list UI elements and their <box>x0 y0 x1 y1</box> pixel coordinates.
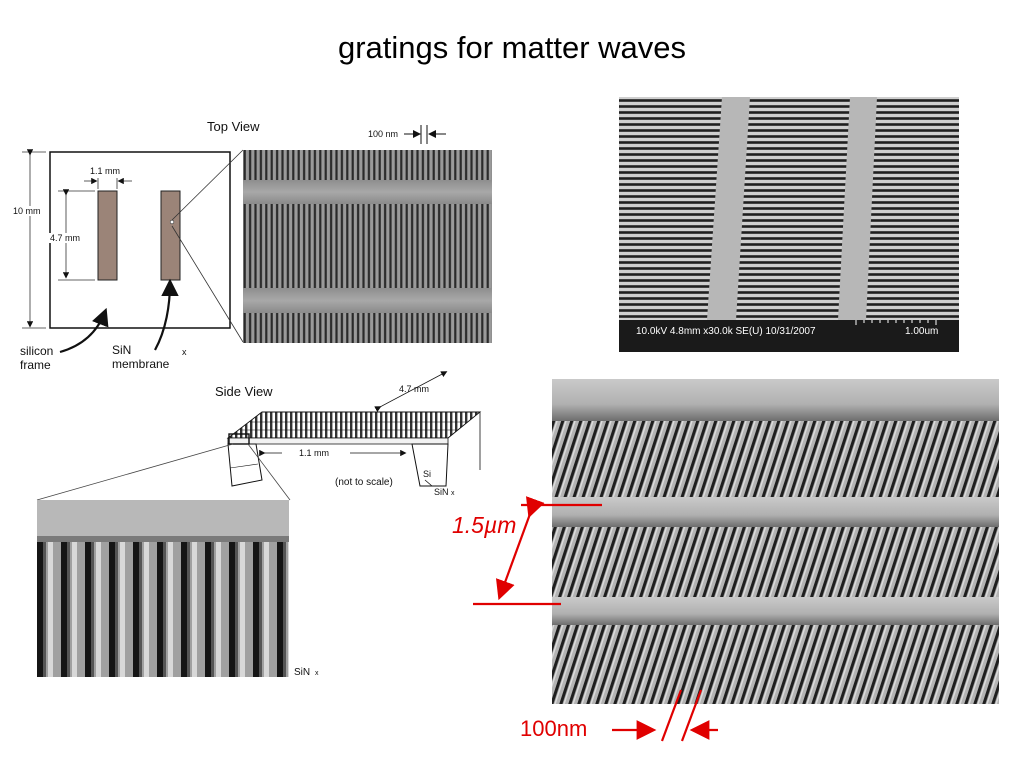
height-dimension-label: 4.7 mm <box>48 233 82 243</box>
slide-title: gratings for matter waves <box>337 30 687 65</box>
large-micrograph <box>552 379 999 704</box>
side-length-label: 4.7 mm <box>399 384 430 394</box>
sin-membrane-left <box>97 190 118 281</box>
side-width-label: 1.1 mm <box>299 448 330 458</box>
width-dimension-label: 1.1 mm <box>90 166 121 176</box>
top-view-x-mark: x <box>182 347 187 357</box>
not-to-scale-note: (not to scale) <box>335 477 393 488</box>
frame-dimension-label: 10 mm <box>13 206 41 216</box>
side-x-mark: x <box>451 490 455 497</box>
membrane-pointer-arrow <box>154 278 179 351</box>
side-view-heading: Side View <box>215 384 273 399</box>
si-label: Si <box>423 469 432 479</box>
top-view-heading: Top View <box>207 119 260 134</box>
frame-pointer-arrow <box>59 307 109 354</box>
top-view-diagram <box>22 149 244 354</box>
closeup-micrograph <box>37 500 289 677</box>
closeup-sin-label: SiN <box>294 667 311 678</box>
period-scale-marker <box>404 125 446 144</box>
top-view-grating-image <box>243 150 492 343</box>
period-dimension-label: 100 nm <box>368 129 399 139</box>
side-sin-label: SiN <box>434 487 449 497</box>
sem-scale-label: 1.00um <box>905 326 938 337</box>
side-view-diagram <box>36 371 482 501</box>
pitch-label: 1.5µm <box>452 512 517 538</box>
sin-membrane-label: SiN membrane <box>112 343 170 371</box>
sem-micrograph: 10.0kV 4.8mm x30.0k SE(U) 10/31/2007 1.0… <box>619 97 959 352</box>
pitch-annotation <box>473 496 602 606</box>
closeup-x-mark: x <box>315 670 319 677</box>
silicon-frame-label: silicon frame <box>20 344 54 372</box>
sem-caption: 10.0kV 4.8mm x30.0k SE(U) 10/31/2007 <box>636 326 816 337</box>
gap-annotation <box>612 689 718 742</box>
gap-label: 100nm <box>520 716 588 741</box>
sin-membrane-right <box>160 190 181 281</box>
